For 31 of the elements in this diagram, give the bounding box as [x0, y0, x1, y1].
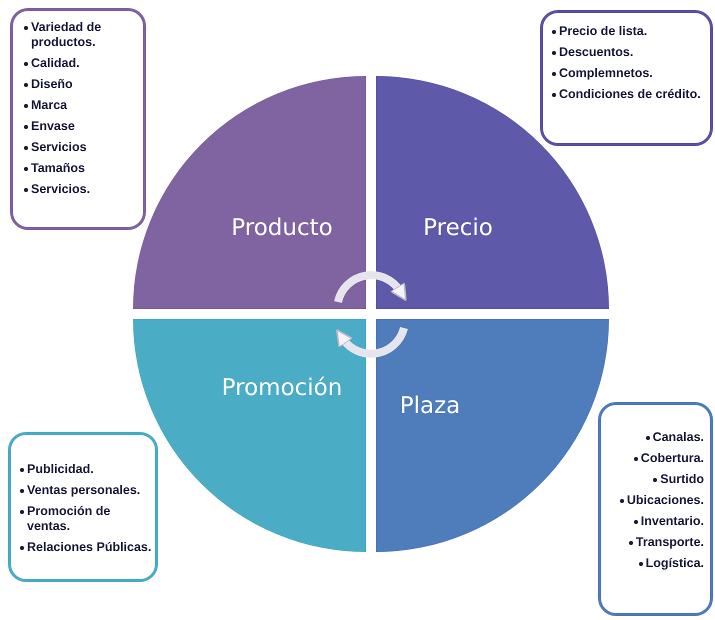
list-box	[540, 10, 713, 146]
list-box	[10, 8, 146, 230]
list-item: Canalas.	[644, 430, 704, 445]
list-item: Inventario.	[632, 514, 704, 529]
list-box	[598, 402, 713, 616]
list-item: Transporte.	[628, 535, 704, 550]
quadrant-title: Promoción	[222, 375, 342, 401]
list-item: Relaciones Públicas.	[19, 540, 152, 555]
list-item: Servicios	[23, 140, 87, 155]
list-item: Surtido	[652, 472, 704, 487]
quadrant-title: Producto	[231, 215, 333, 241]
list-item: Variedad de productos.	[23, 20, 141, 50]
list-box	[8, 432, 158, 582]
list-item: Calidad.	[23, 56, 80, 71]
list-item: Diseño	[23, 77, 73, 92]
list-item: Envase	[23, 119, 75, 134]
quadrant-title: Precio	[423, 215, 493, 241]
list-item: Tamaños	[23, 161, 85, 176]
list-item: Ubicaciones.	[618, 493, 704, 508]
list-item: Marca	[23, 98, 68, 113]
list-item: Condiciones de crédito.	[551, 87, 701, 102]
list-item: Logística.	[638, 556, 704, 571]
list-item: Precio de lista.	[551, 24, 648, 39]
list-item: Servicios.	[23, 182, 90, 197]
list-item: Descuentos.	[551, 45, 634, 60]
list-item: Publicidad.	[19, 462, 94, 477]
list-item: Promoción de ventas.	[19, 504, 155, 534]
quadrant-title: Plaza	[400, 393, 460, 419]
list-item: Ventas personales.	[19, 483, 140, 498]
list-item: Cobertura.	[632, 451, 704, 466]
list-item: Complemnetos.	[551, 66, 653, 81]
